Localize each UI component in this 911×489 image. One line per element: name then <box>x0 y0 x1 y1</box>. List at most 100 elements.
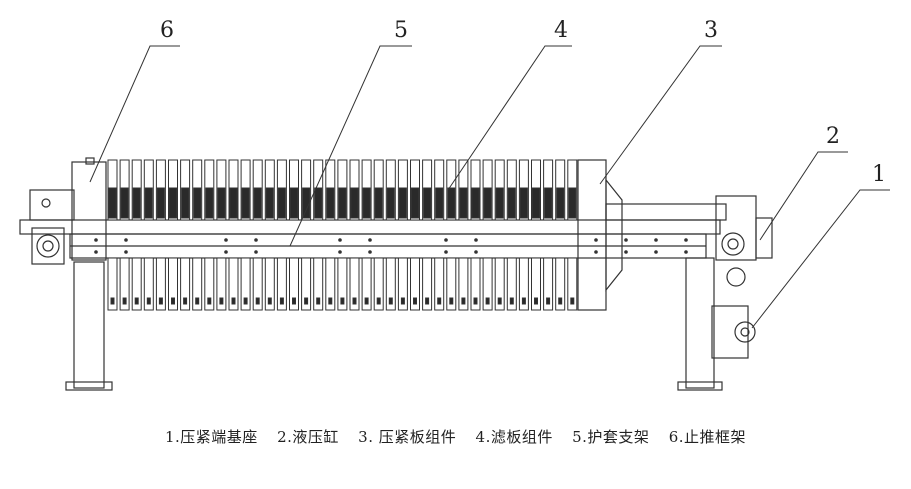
guard-bolt <box>254 250 258 254</box>
guard-bolt <box>594 238 598 242</box>
filter-plate-lower <box>264 257 275 311</box>
left-bracket <box>29 189 75 221</box>
filter-plate-drain <box>195 297 200 305</box>
filter-plate-slot <box>290 187 298 219</box>
filter-plate-lower <box>349 257 360 311</box>
guard-bolt <box>368 238 372 242</box>
filter-plate-drain <box>425 297 430 305</box>
guard-bolt <box>124 250 128 254</box>
filter-plate-drain <box>473 297 478 305</box>
leader-5 <box>289 45 412 247</box>
guard-bolt <box>684 238 688 242</box>
filter-plate-slot <box>169 187 177 219</box>
filter-plate-drain <box>376 297 381 305</box>
filter-plate-lower <box>228 257 239 311</box>
filter-plate-lower <box>240 257 251 311</box>
filter-plate-drain <box>437 297 442 305</box>
filter-plate-drain <box>171 297 175 305</box>
filter-plate-lower <box>119 257 130 311</box>
filter-plate-lower <box>410 257 420 311</box>
filter-plate-lower <box>555 257 566 311</box>
guard-bolt <box>474 250 478 254</box>
filter-plate-lower <box>494 257 505 311</box>
filter-plate-slot <box>411 187 419 219</box>
filter-plate-drain <box>134 297 139 305</box>
filter-plate-lower <box>276 257 287 311</box>
filter-plate-drain <box>231 297 236 305</box>
filter-plate-lower <box>204 257 215 311</box>
filter-plate-drain <box>304 297 309 305</box>
filter-plate-lower <box>446 257 457 311</box>
filter-plate-slot <box>350 187 359 219</box>
guard-bolt <box>444 250 448 254</box>
caption-item-6: 6.止推框架 <box>668 428 747 446</box>
filter-plate-drain <box>413 297 417 305</box>
filter-plate-drain <box>352 297 357 305</box>
guard-bolt <box>338 238 342 242</box>
caption-item-5: 5.护套支架 <box>572 428 650 446</box>
filter-plate-drain <box>122 297 127 305</box>
filter-plate-slot <box>471 187 480 219</box>
filter-plate-lower <box>470 257 481 311</box>
filter-plate-lower <box>422 257 433 311</box>
filter-plate-slot <box>435 187 444 219</box>
guard-bolt <box>654 250 658 254</box>
callout-1: 1 <box>872 162 886 187</box>
filter-plate-slot <box>108 187 117 219</box>
filter-plate-lower <box>397 257 408 311</box>
filter-plate-slot <box>181 187 190 219</box>
guard-bolt <box>338 250 342 254</box>
filter-plate-lower <box>155 257 166 311</box>
filter-plate-drain <box>461 297 466 305</box>
filter-plate-drain <box>497 297 502 305</box>
filter-plate-slot <box>532 187 540 219</box>
guard-bolt <box>444 238 448 242</box>
filter-plate-drain <box>485 297 490 305</box>
right-bracket <box>715 195 757 261</box>
callout-4: 4 <box>554 18 568 43</box>
filter-plate-drain <box>534 297 538 305</box>
filter-plate-slot <box>386 187 395 219</box>
filter-plate-slot <box>314 187 323 219</box>
filter-plate-slot <box>193 187 202 219</box>
pressing-plate <box>577 159 607 311</box>
filter-plate-drain <box>364 297 369 305</box>
filter-plate-slot <box>556 187 565 219</box>
left-leg <box>73 261 105 389</box>
guard-bolt <box>684 250 688 254</box>
filter-plate-drain <box>316 297 321 305</box>
caption-item-3: 3. 压紧板组件 <box>358 428 457 446</box>
filter-plate-slot <box>326 187 335 219</box>
legend-caption: 1.压紧端基座 2.液压缸 3. 压紧板组件 4.滤板组件 5.护套支架 6.止… <box>0 426 911 447</box>
guard-bolts <box>94 238 688 254</box>
leader-4 <box>447 45 572 191</box>
filter-plate-slot <box>398 187 407 219</box>
filter-plate-slot <box>338 187 347 219</box>
filter-plate-drain <box>183 297 188 305</box>
filter-plate-lower <box>131 257 142 311</box>
filter-plate-slot <box>544 187 553 219</box>
guard-bolt <box>368 250 372 254</box>
filter-plate-lower <box>143 257 154 311</box>
callout-5: 5 <box>394 18 408 43</box>
right-handwheel <box>721 232 745 256</box>
filter-plate-drain <box>292 297 296 305</box>
filter-plate-slot <box>447 187 456 219</box>
filter-plate-drain <box>255 297 260 305</box>
filter-plate-drain <box>400 297 405 305</box>
caption-item-4: 4.滤板组件 <box>475 428 553 446</box>
filter-plate-slot <box>483 187 492 219</box>
filter-plate-slot <box>277 187 286 219</box>
filter-plate-lower <box>458 257 469 311</box>
filter-plate-drain <box>267 297 272 305</box>
filter-plate-lower <box>337 257 348 311</box>
filter-plate-drain <box>570 297 575 305</box>
filter-plate-slot <box>423 187 432 219</box>
guard-bolt <box>254 238 258 242</box>
filter-plate-slot <box>374 187 383 219</box>
guard-bolt <box>624 238 628 242</box>
leader-3 <box>599 45 722 185</box>
filter-plate-lower <box>361 257 372 311</box>
filter-plate-lower <box>506 257 517 311</box>
guard-bolt <box>224 250 228 254</box>
